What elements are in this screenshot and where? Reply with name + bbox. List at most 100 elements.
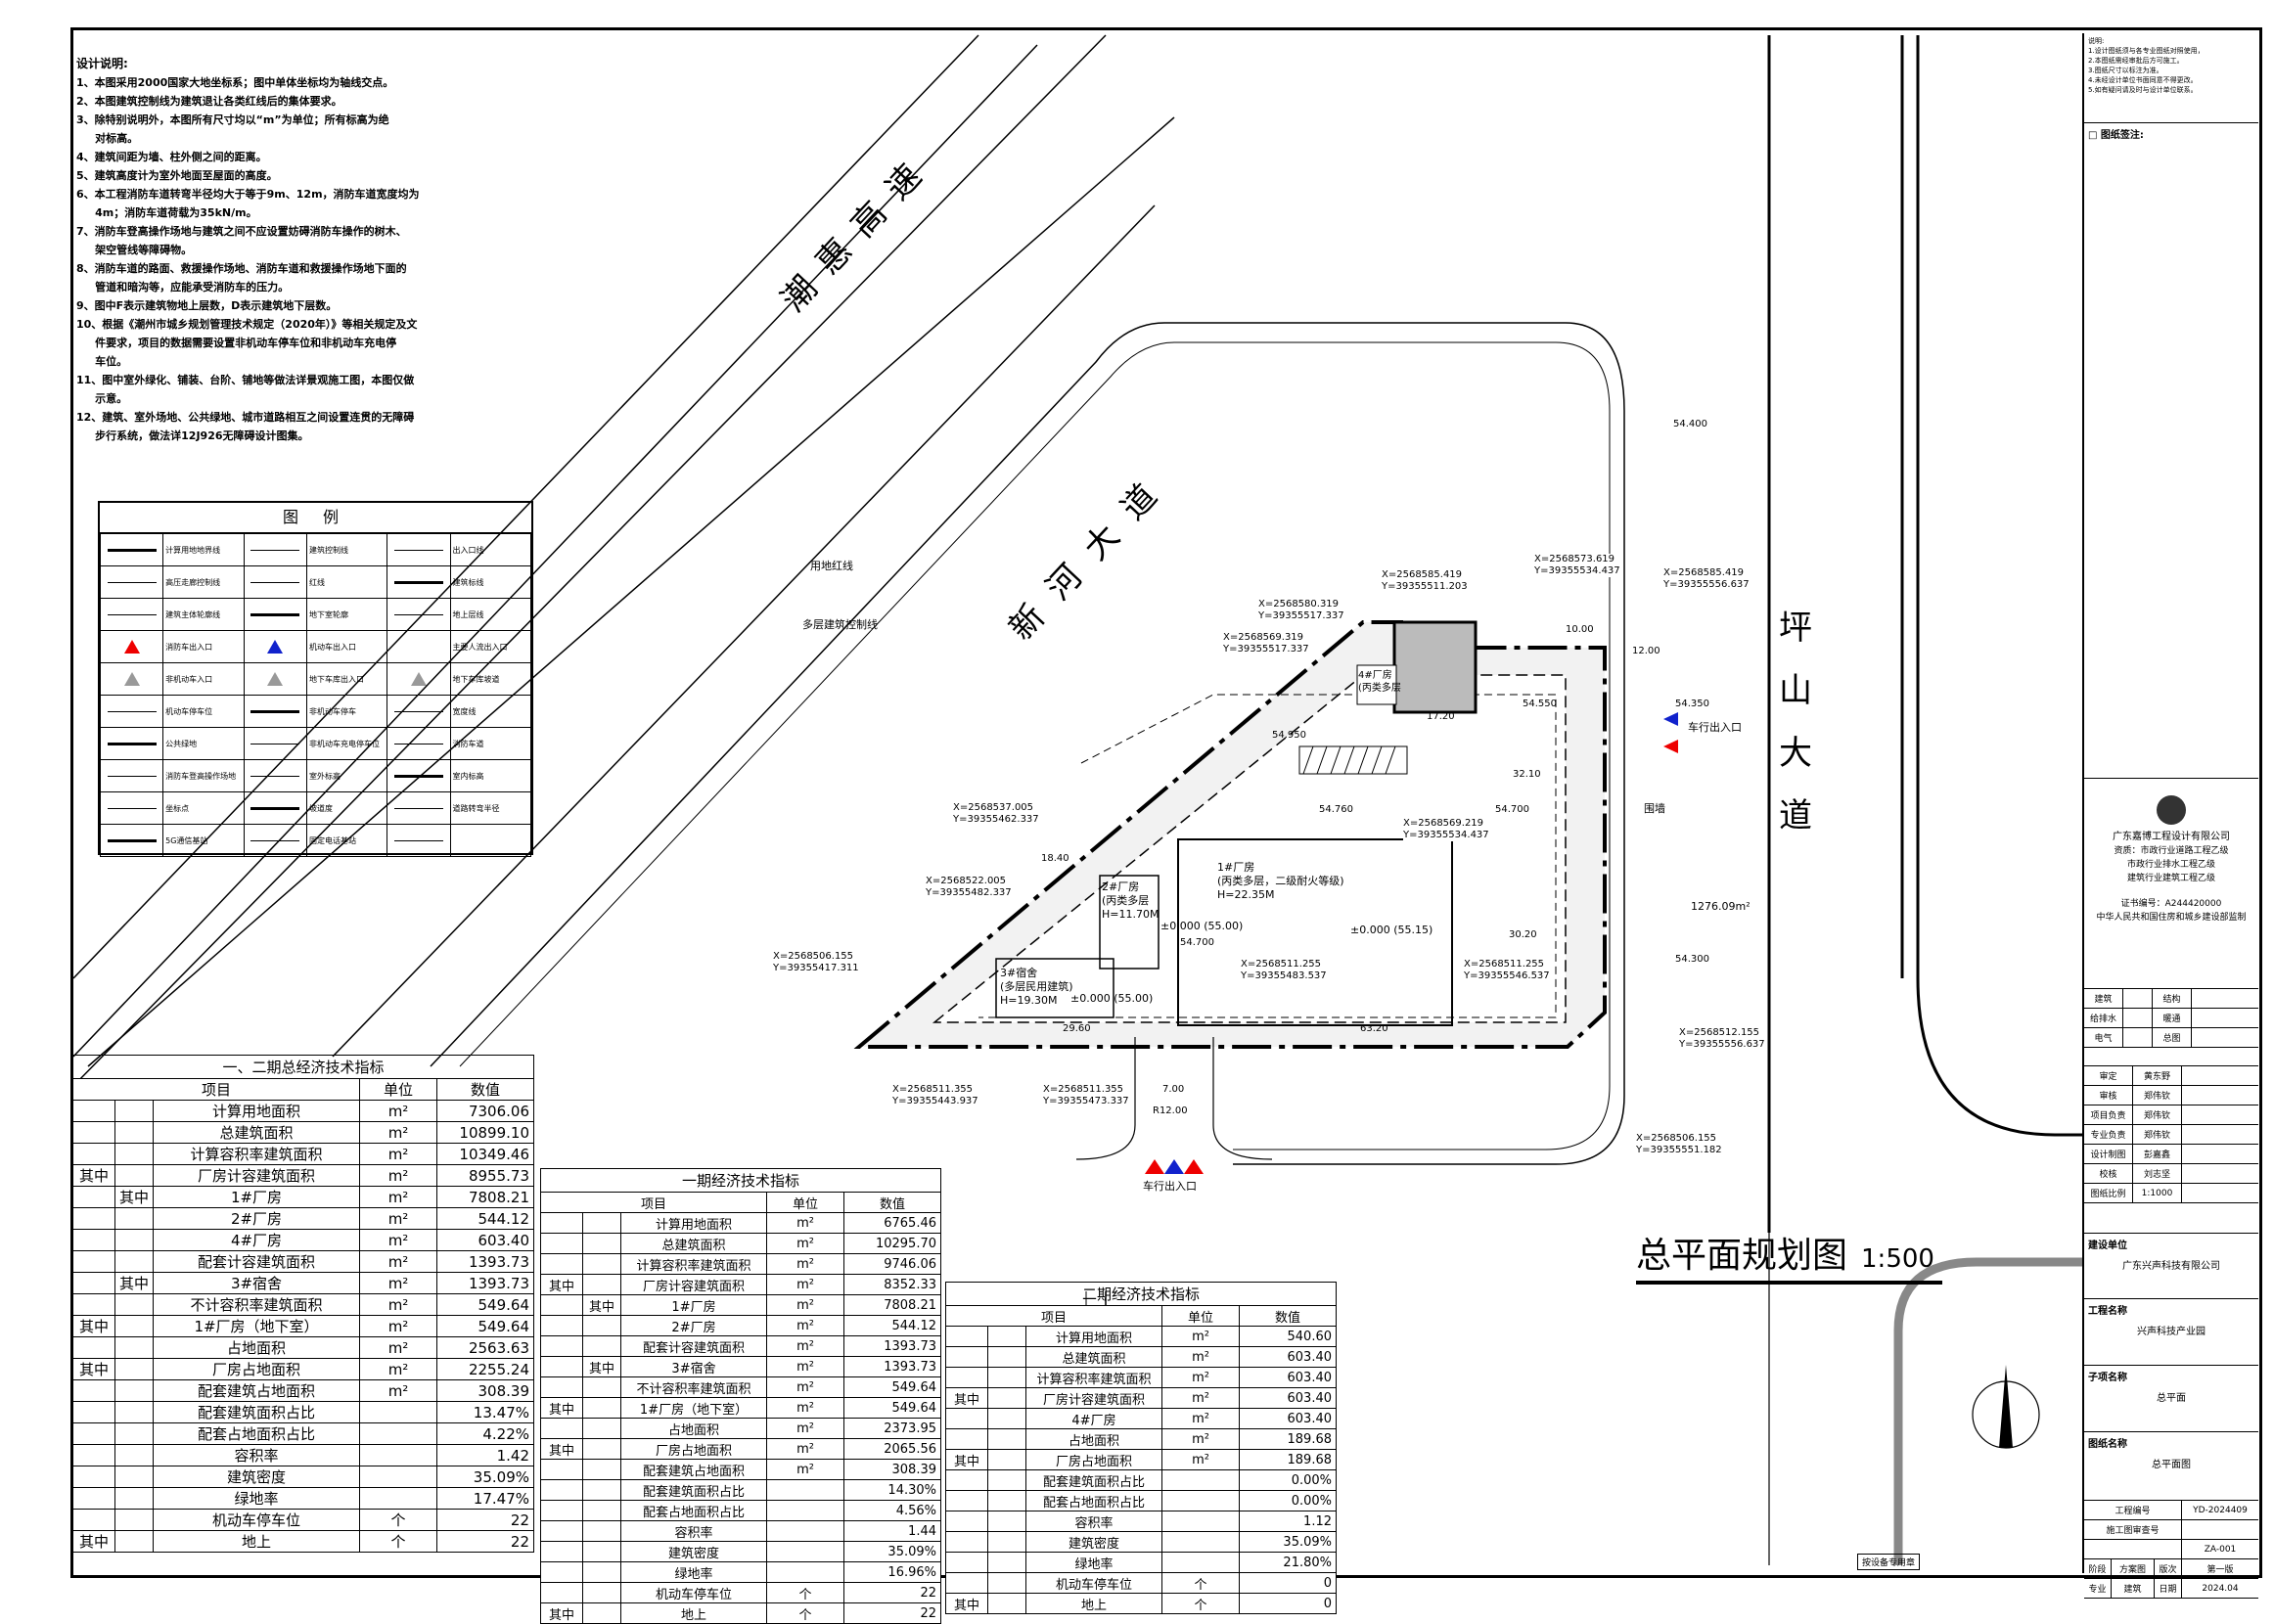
table-cell: 机动车停车位: [153, 1509, 360, 1531]
entry-label-bottom: 车行出入口: [1143, 1180, 1197, 1193]
table-cell: [766, 1500, 844, 1521]
tb-staff: 审定黄东野审核郑伟钦项目负责郑伟钦专业负责郑伟钦设计制图彭嘉鑫校核刘志坚图纸比例…: [2084, 1065, 2258, 1203]
table-cell: 9746.06: [843, 1253, 941, 1275]
table-cell: [72, 1100, 115, 1122]
table-cell: 8955.73: [436, 1164, 534, 1187]
legend-label: 公共绿地: [162, 727, 245, 760]
table-cell: [114, 1315, 155, 1337]
table-cell: 个: [766, 1602, 844, 1624]
coordinate-point: X=2568512.155 Y=39355556.637: [1679, 1027, 1765, 1051]
tb-cell: 郑伟钦: [2133, 1105, 2182, 1124]
tb-cell: [2182, 1184, 2258, 1202]
tb-sheet-no: ZA-001: [2084, 1540, 2258, 1559]
legend-label: 非机动车充电停车位: [305, 727, 388, 760]
table-cell: 其中: [540, 1274, 583, 1295]
table-cell: 其中: [540, 1602, 583, 1624]
table-cell: m²: [1161, 1326, 1240, 1347]
tb-review-no: 施工图审查号: [2084, 1520, 2258, 1540]
table-cell: 不计容积率建筑面积: [620, 1376, 767, 1398]
table-cell: m²: [766, 1233, 844, 1254]
table-cell: [359, 1422, 437, 1445]
elevation-mark: 54.700: [1180, 937, 1214, 948]
table-cell: m²: [359, 1100, 437, 1122]
table-cell: [114, 1466, 155, 1488]
dimension-mark: 63.20: [1360, 1023, 1388, 1034]
building-3: [995, 958, 1114, 1018]
table-cell: [987, 1428, 1026, 1450]
table-cell: 549.64: [843, 1376, 941, 1398]
table-cell: [540, 1500, 583, 1521]
table-cell: 容积率: [1025, 1511, 1162, 1532]
table-cell: 机动车停车位: [620, 1582, 767, 1603]
dimension-mark: 7.00: [1162, 1084, 1185, 1095]
coordinate-point: X=2568537.005 Y=39355462.337: [953, 802, 1039, 826]
table-cell: 10899.10: [436, 1121, 534, 1144]
table-cell: 7306.06: [436, 1100, 534, 1122]
tb-cell: [2123, 989, 2153, 1008]
table-cell: 189.68: [1239, 1449, 1337, 1470]
legend-symbol: [99, 598, 164, 631]
tb-seal: □ 图纸签注:: [2084, 123, 2258, 779]
table-cell: 总建筑面积: [1025, 1346, 1162, 1368]
table-cell: 配套建筑面积占比: [153, 1401, 360, 1423]
dimension-mark: 29.60: [1063, 1023, 1091, 1034]
table-cell: 不计容积率建筑面积: [153, 1293, 360, 1316]
table-cell: [766, 1541, 844, 1562]
table-cell: [987, 1346, 1026, 1368]
tb-cell: 电气: [2084, 1028, 2123, 1047]
building-4-label: 4#厂房 (丙类多层: [1358, 670, 1401, 694]
table-cell: [72, 1207, 115, 1230]
table-cell: 个: [1161, 1593, 1240, 1614]
table-cell: m²: [1161, 1428, 1240, 1450]
table-cell: [540, 1376, 583, 1398]
table-cell: 总建筑面积: [620, 1233, 767, 1254]
tb-discipline-row: 给排水暖通: [2084, 1009, 2258, 1028]
elevation-2: ±0.000 (55.00): [1070, 992, 1154, 1005]
table-cell: 建筑密度: [153, 1466, 360, 1488]
note-item: 8、消防车道的路面、救援操作场地、消防车道和救援操作场地下面的 管道和暗沟等，应…: [76, 262, 407, 293]
table-cell: [540, 1335, 583, 1357]
header-cell: 项目: [945, 1305, 1162, 1327]
vehicle-entry-icon: [1663, 712, 1678, 726]
tb-cell: [2123, 1009, 2153, 1027]
table-cell: [540, 1233, 583, 1254]
tb-cell: 建筑: [2084, 989, 2123, 1008]
table-cell: [540, 1294, 583, 1316]
building-1: [1177, 838, 1453, 1026]
table-cell: [114, 1164, 155, 1187]
table-cell: 7808.21: [436, 1186, 534, 1208]
table-cell: 配套占地面积占比: [153, 1422, 360, 1445]
table-cell: [114, 1487, 155, 1510]
dimension-mark: 30.20: [1509, 929, 1537, 940]
table-cell: [114, 1336, 155, 1359]
note-item: 9、图中F表示建筑物地上层数，D表示建筑地下层数。: [76, 299, 338, 312]
table-cell: 308.39: [436, 1379, 534, 1402]
header-cell: 单位: [1161, 1305, 1240, 1327]
table-header: 项目单位数值: [72, 1078, 534, 1101]
table-cell: [582, 1397, 621, 1419]
table-cell: 549.64: [436, 1293, 534, 1316]
table-cell: [945, 1469, 988, 1491]
table-cell: 1393.73: [843, 1335, 941, 1357]
table-cell: 配套计容建筑面积: [620, 1335, 767, 1357]
table-cell: m²: [359, 1272, 437, 1294]
tb-cell: 1:1000: [2133, 1184, 2182, 1202]
note-item: 2、本图建筑控制线为建筑退让各类红线后的集体要求。: [76, 95, 342, 108]
table-cell: [582, 1582, 621, 1603]
table-cell: 4.22%: [436, 1422, 534, 1445]
table-cell: 2373.95: [843, 1418, 941, 1439]
tb-cell: 给排水: [2084, 1009, 2123, 1027]
table-cell: 2065.56: [843, 1438, 941, 1460]
tb-cell: 图纸比例: [2084, 1184, 2133, 1202]
